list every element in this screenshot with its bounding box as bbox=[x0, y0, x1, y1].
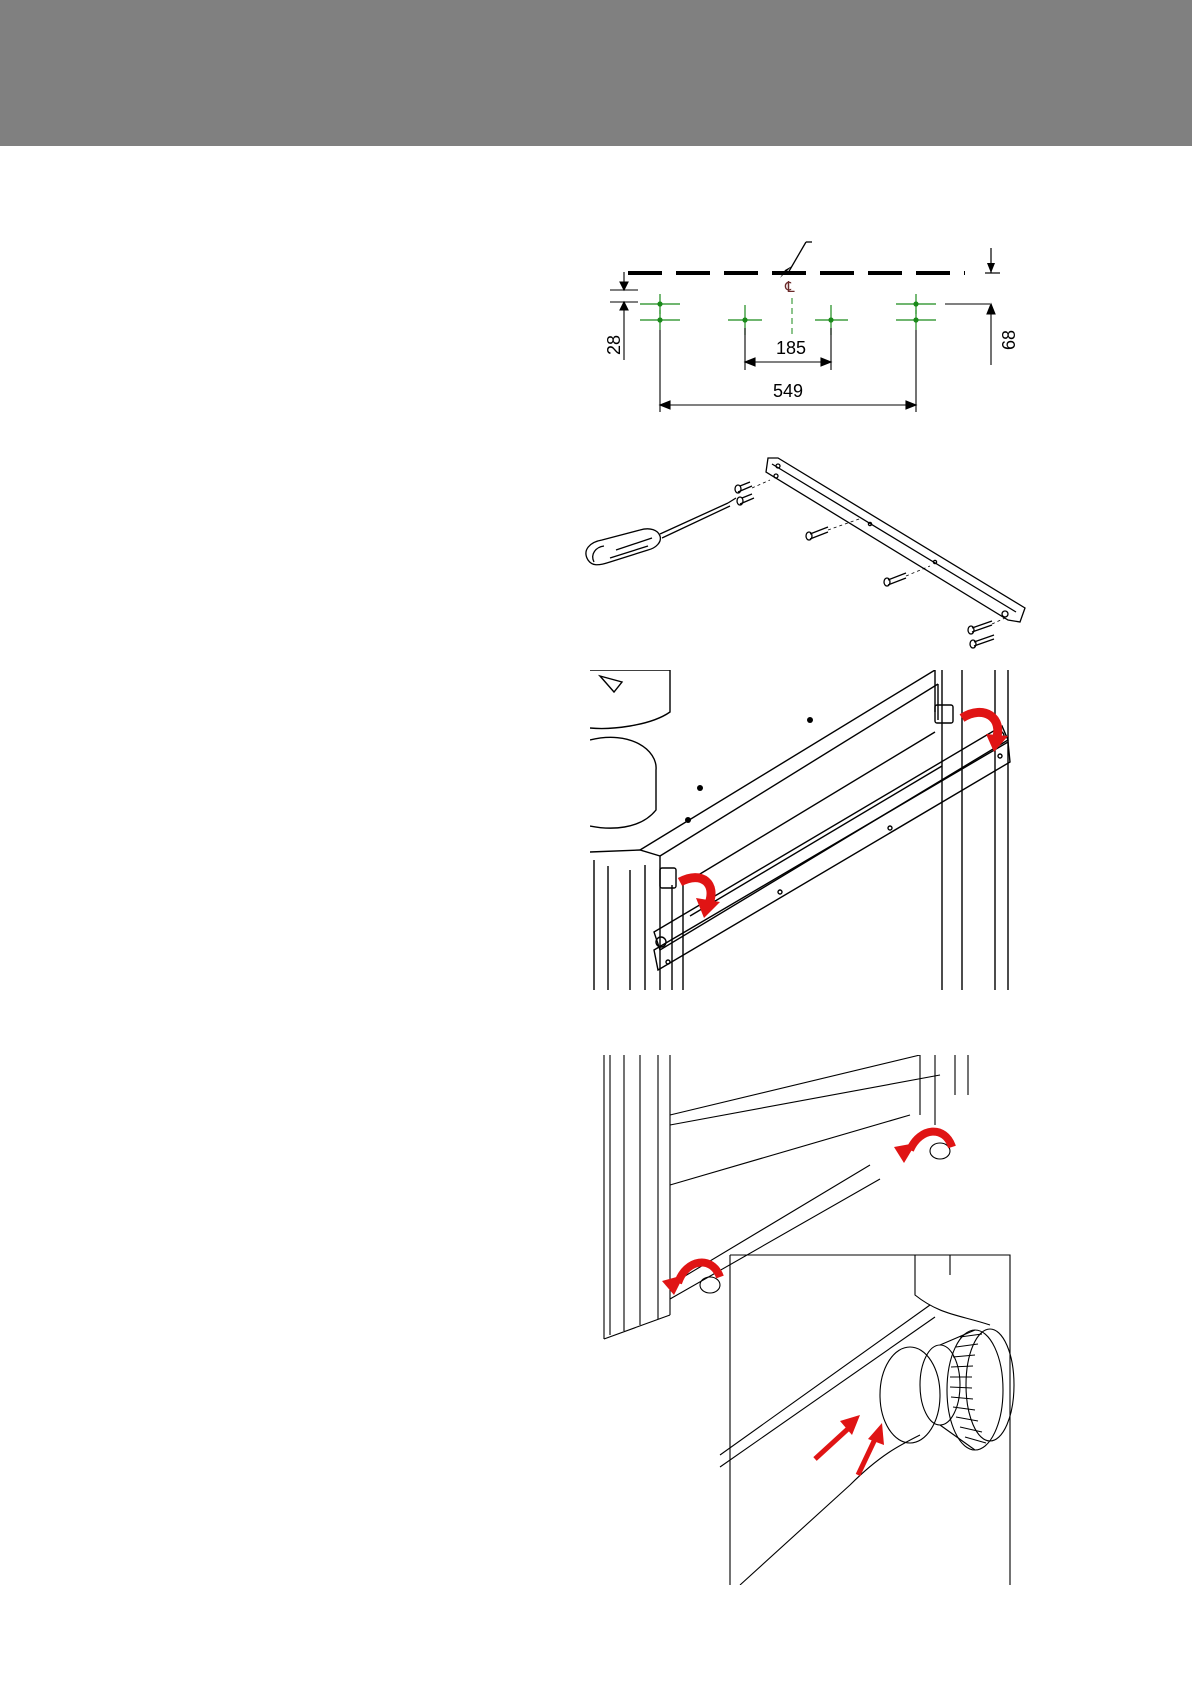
dimension-28-label: 28 bbox=[604, 335, 624, 355]
dimension-549-label: 549 bbox=[773, 381, 803, 401]
rotate-arrow-icon bbox=[662, 1263, 720, 1295]
centerline-symbol: ℄ bbox=[784, 278, 795, 296]
drilling-template-diagram: ℄ 28 68 185 bbox=[580, 230, 1040, 450]
pointer-arrow-icon bbox=[815, 1415, 860, 1459]
knurled-knob-icon bbox=[950, 1334, 986, 1443]
screwdriver-rail-illustration bbox=[580, 450, 1040, 650]
pointer-arrow-icon bbox=[858, 1423, 884, 1475]
header-band bbox=[0, 0, 1192, 146]
dimension-68-label: 68 bbox=[999, 330, 1019, 350]
rotate-arrow-icon bbox=[680, 878, 720, 918]
rail-mounted-on-unit-illustration bbox=[590, 670, 1020, 990]
dimension-185-label: 185 bbox=[776, 338, 806, 358]
knurled-knob-adjustment-illustration bbox=[590, 1055, 1040, 1585]
